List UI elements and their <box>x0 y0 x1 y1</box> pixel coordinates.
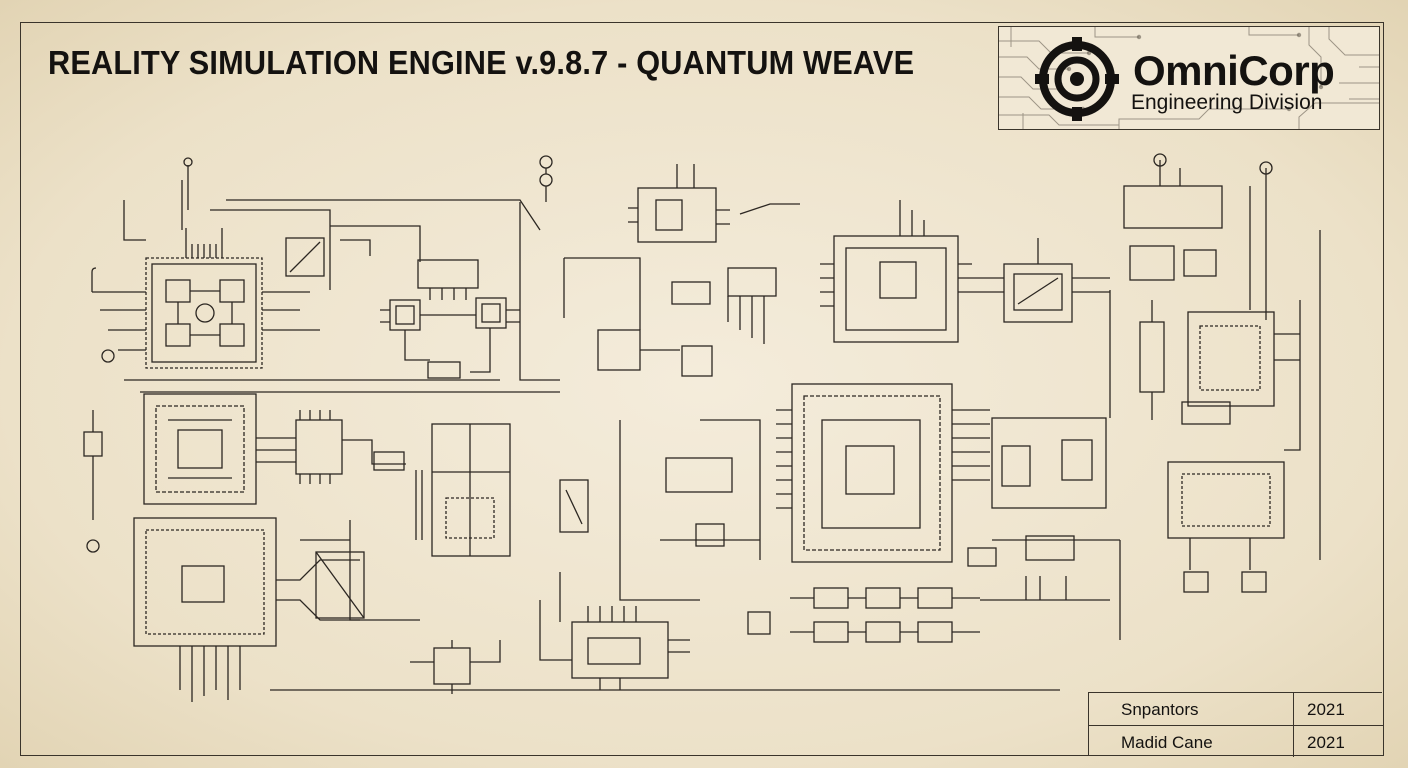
title-block-name: Madid Cane <box>1121 733 1213 752</box>
title-block-year: 2021 <box>1307 733 1345 752</box>
chip-module-a <box>145 157 263 369</box>
chip-module-f <box>133 517 365 702</box>
board-e <box>415 423 511 557</box>
title-block-divider <box>1293 693 1294 757</box>
title-block-name: Snpantors <box>1121 700 1199 719</box>
chip-core <box>776 383 990 563</box>
target-crosshair-icon <box>1035 37 1119 121</box>
drawing-border <box>20 22 1384 756</box>
chip-module-i <box>1167 461 1285 593</box>
brand-name: OmniCorp <box>1133 47 1335 94</box>
chip-cluster-b <box>380 259 520 379</box>
chip-module-d <box>143 393 406 505</box>
title-block-row: Madid Cane 2021 <box>1089 725 1383 758</box>
brand-subtitle: Engineering Division <box>1131 91 1323 114</box>
title-block: Snpantors 2021 Madid Cane 2021 <box>1088 692 1383 758</box>
chip-module-g <box>820 200 972 343</box>
title-block-row: Snpantors 2021 <box>1089 693 1383 725</box>
chip-module-c <box>628 164 800 243</box>
component-chain <box>747 587 980 643</box>
logo-panel: OmniCorp Engineering Division <box>998 26 1380 130</box>
chip-module-h <box>1123 153 1300 425</box>
circuit-trace-background <box>999 27 1379 129</box>
title-block-year: 2021 <box>1307 700 1345 719</box>
drawing-title: REALITY SIMULATION ENGINE v.9.8.7 - QUAN… <box>48 44 915 81</box>
